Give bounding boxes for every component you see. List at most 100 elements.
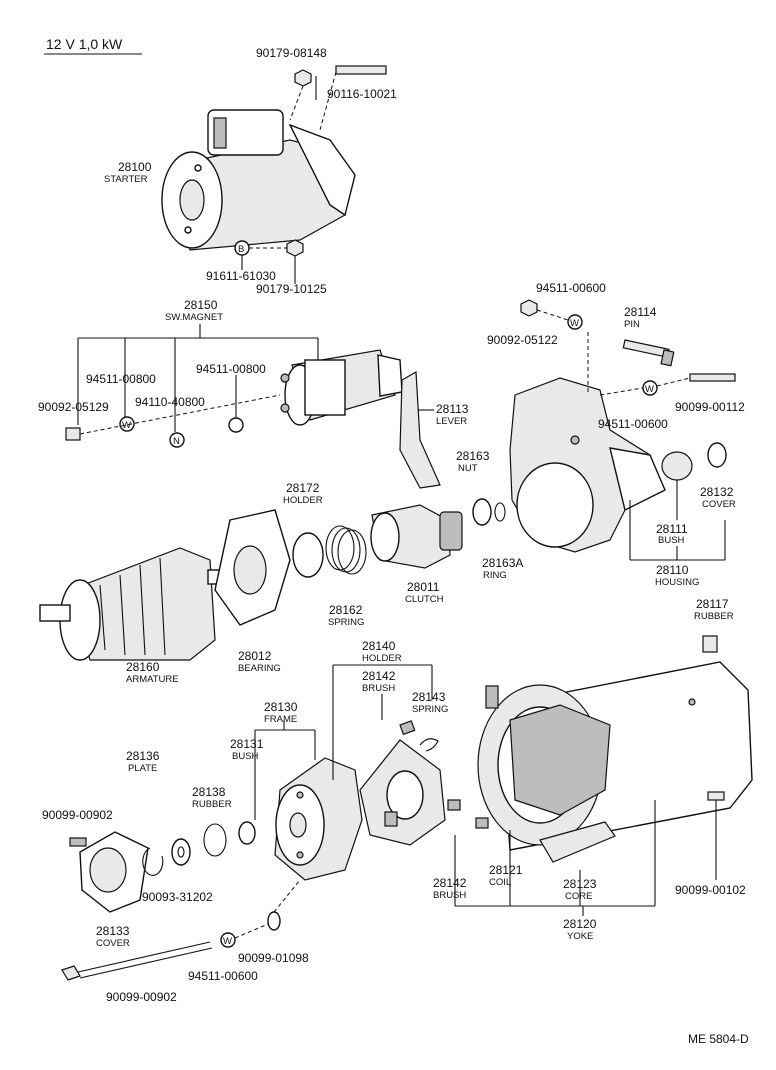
- callout-28160-name: ARMATURE: [126, 674, 179, 685]
- callout-28142-name: BRUSH: [433, 890, 466, 901]
- callout-28130-number: 28130: [264, 700, 298, 714]
- callout-28111-number: 28111: [656, 522, 688, 536]
- callout-28121-number: 28121: [489, 863, 523, 877]
- spec-label: 12 V 1,0 kW: [46, 36, 123, 52]
- holder-icon: [292, 532, 324, 578]
- callout-28142-number: 28142: [362, 669, 396, 683]
- clutch-drawing: [370, 504, 463, 569]
- callout-28138-number: 28138: [192, 785, 226, 799]
- callout-28121-name: COIL: [489, 877, 511, 888]
- callout-28150-number: 28150: [184, 298, 218, 312]
- bolt-icon: [689, 373, 736, 382]
- callout-28136-name: PLATE: [128, 763, 157, 774]
- cover-icon: [707, 442, 727, 468]
- callout-28163-name: NUT: [458, 463, 478, 474]
- bolt-marker-label: B: [238, 244, 244, 255]
- callout-94511-00800-number: 94511-00800: [86, 372, 156, 386]
- nut-icon: [520, 299, 538, 317]
- callout-28132-number: 28132: [700, 485, 734, 499]
- callout-28113-name: LEVER: [436, 416, 467, 427]
- washer-marker-icon: [567, 314, 583, 330]
- drive-housing-drawing: [509, 377, 666, 553]
- commutator-frame-drawing: [274, 757, 363, 881]
- starter-assembly-drawing: [161, 109, 356, 251]
- callout-94110-40800-number: 94110-40800: [135, 395, 205, 409]
- callout-28138-name: RUBBER: [192, 799, 232, 810]
- yoke-drawing: [477, 661, 753, 851]
- rubber-ring-icon: [203, 823, 227, 857]
- nut-icon: [65, 427, 81, 441]
- washer-icon: [267, 911, 281, 931]
- callout-28011-name: CLUTCH: [405, 594, 444, 605]
- callout-90092-05122-number: 90092-05122: [487, 333, 558, 347]
- callout-28131-number: 28131: [230, 737, 264, 751]
- callout-28117-number: 28117: [696, 597, 729, 611]
- spring-icon: [325, 525, 367, 575]
- screw-icon: [707, 791, 725, 801]
- callout-90099-00112-number: 90099-00112: [675, 400, 745, 414]
- callout-28100-number: 28100: [118, 160, 152, 174]
- callout-94511-00600-number: 94511-00600: [188, 969, 258, 983]
- callout-28160-number: 28160: [126, 660, 160, 674]
- callout-28110-name: HOUSING: [655, 577, 699, 588]
- callout-28110-number: 28110: [656, 563, 689, 577]
- callout-91611-61030-number: 91611-61030: [206, 269, 276, 283]
- callout-90099-01098-number: 90099-01098: [238, 951, 309, 965]
- callout-28123-name: CORE: [565, 891, 592, 902]
- washer-marker-label: W: [645, 384, 654, 395]
- ring-icon: [494, 502, 506, 522]
- callout-28123-number: 28123: [563, 877, 597, 891]
- brush-icon: [475, 817, 489, 829]
- callout-28133-name: COVER: [96, 938, 130, 949]
- figure-code: ME 5804-D: [688, 1032, 749, 1046]
- callout-28136-number: 28136: [126, 749, 160, 763]
- callout-28140-number: 28140: [362, 639, 396, 653]
- callout-94511-00600-number: 94511-00600: [536, 281, 606, 295]
- washer-marker-label: W: [570, 318, 579, 329]
- bush-icon: [661, 451, 693, 481]
- callout-28163A-name: RING: [483, 570, 507, 581]
- callout-28114-name: PIN: [624, 319, 640, 330]
- callout-28011-number: 28011: [407, 580, 440, 594]
- callout-90099-00902-number: 90099-00902: [106, 990, 177, 1004]
- callout-28117-name: RUBBER: [694, 611, 734, 622]
- callout-28163A-number: 28163A: [482, 556, 523, 570]
- callout-28142-name: BRUSH: [362, 683, 395, 694]
- nut-icon: [294, 69, 312, 87]
- callout-28012-number: 28012: [238, 649, 272, 663]
- nut-marker-label: N: [173, 436, 180, 447]
- nut-icon: [472, 498, 492, 526]
- plate-icon: [142, 847, 164, 876]
- brush-holder-drawing: [359, 739, 446, 846]
- callout-90093-31202-number: 90093-31202: [142, 890, 213, 904]
- callout-90116-10021-number: 90116-10021: [327, 87, 397, 101]
- stud-bolt-icon: [335, 65, 387, 75]
- callout-28012-name: BEARING: [238, 663, 281, 674]
- callout-28120-number: 28120: [563, 917, 597, 931]
- pin-icon: [622, 339, 670, 358]
- washer-icon: [171, 838, 191, 866]
- bush-icon: [238, 821, 256, 845]
- spring-icon: [419, 738, 439, 752]
- callout-28100-name: STARTER: [104, 174, 148, 185]
- rubber-icon: [702, 635, 718, 653]
- callout-94511-00800-number: 94511-00800: [196, 362, 266, 376]
- washer-marker-label: W: [223, 936, 232, 947]
- callout-94511-00600-number: 94511-00600: [598, 417, 668, 431]
- callout-28111-name: BUSH: [658, 535, 685, 546]
- brush-icon: [399, 720, 416, 736]
- callout-28142-number: 28142: [433, 876, 467, 890]
- callout-28163-number: 28163: [456, 449, 490, 463]
- through-bolt-icon: [61, 941, 213, 981]
- callout-28113-number: 28113: [436, 402, 469, 416]
- callout-28130-name: FRAME: [264, 714, 297, 725]
- callout-28143-number: 28143: [412, 690, 446, 704]
- callout-90099-00102-number: 90099-00102: [675, 883, 746, 897]
- washer-marker-label: W: [122, 420, 131, 431]
- callout-28114-number: 28114: [624, 305, 657, 319]
- callout-28140-name: HOLDER: [362, 653, 402, 664]
- solenoid-switch-drawing: [280, 349, 403, 426]
- callout-28172-number: 28172: [286, 481, 320, 495]
- callout-90179-08148-number: 90179-08148: [256, 46, 327, 60]
